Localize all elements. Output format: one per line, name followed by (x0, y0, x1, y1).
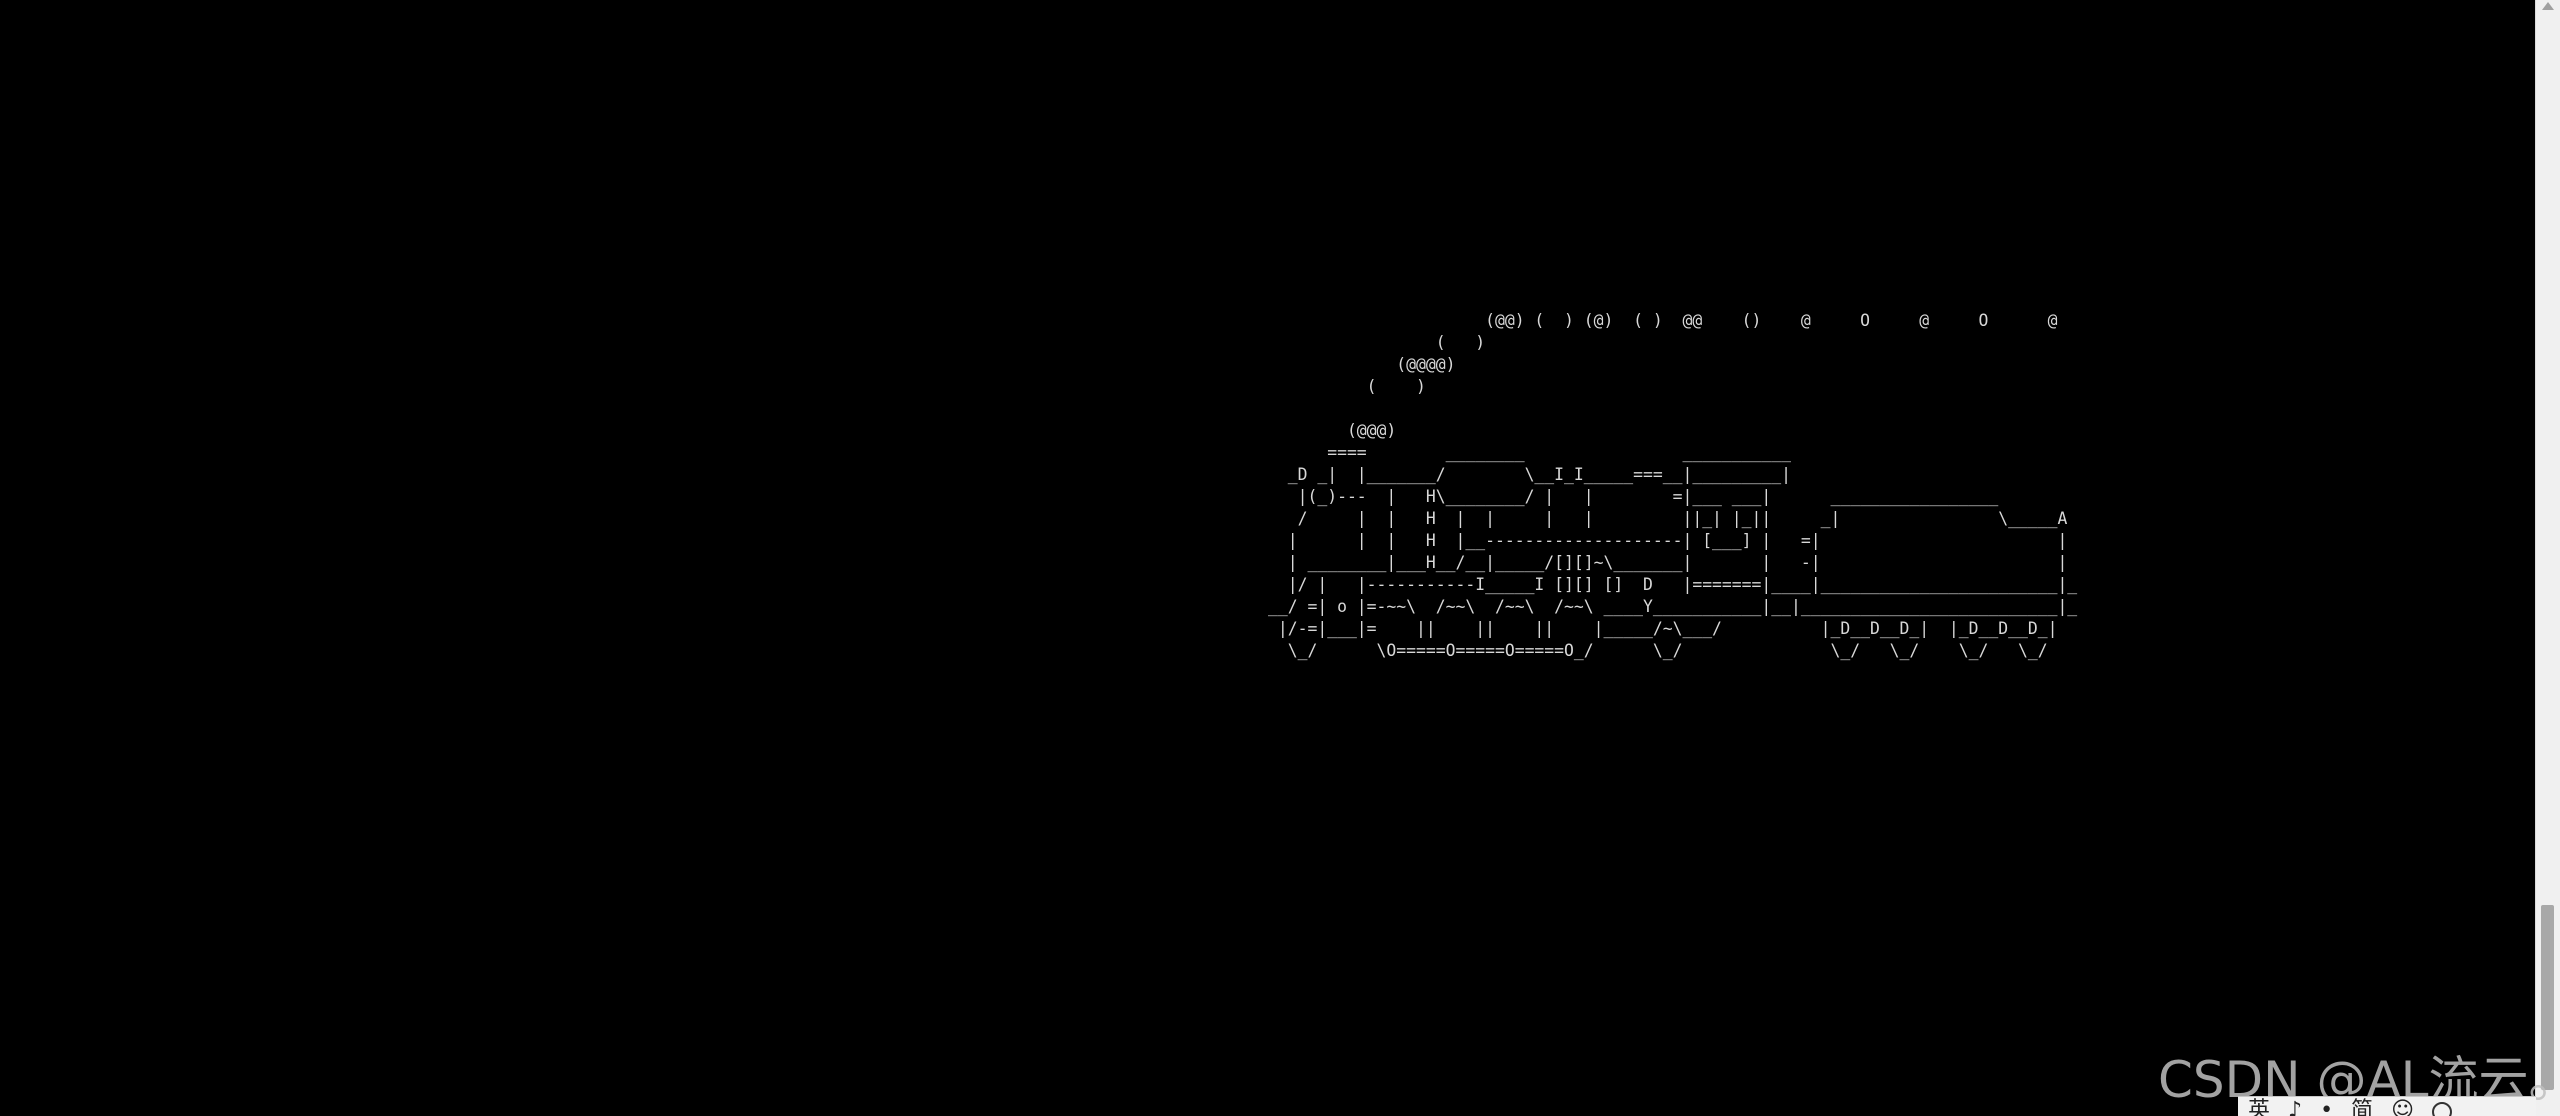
ime-settings-gear-icon[interactable] (2432, 1101, 2452, 1116)
vertical-scrollbar[interactable] (2535, 0, 2560, 1116)
scroll-up-arrow-icon[interactable] (2542, 2, 2554, 10)
sl-train-ascii-art: (@@) ( ) (@) ( ) @@ () @ O @ O @ ( ) (@@… (1268, 311, 2078, 660)
ime-emoji-icon[interactable]: ☺ (2391, 1097, 2414, 1116)
ime-toolbar: 英 ♪ • 简 ☺ (2238, 1096, 2536, 1116)
ime-simplified-button[interactable]: 简 (2351, 1097, 2374, 1116)
ime-punctuation-icon[interactable]: • (2320, 1097, 2334, 1116)
scroll-thumb[interactable] (2541, 905, 2554, 1090)
ime-moon-icon[interactable]: ♪ (2288, 1097, 2303, 1116)
ime-language-button[interactable]: 英 (2248, 1097, 2271, 1116)
